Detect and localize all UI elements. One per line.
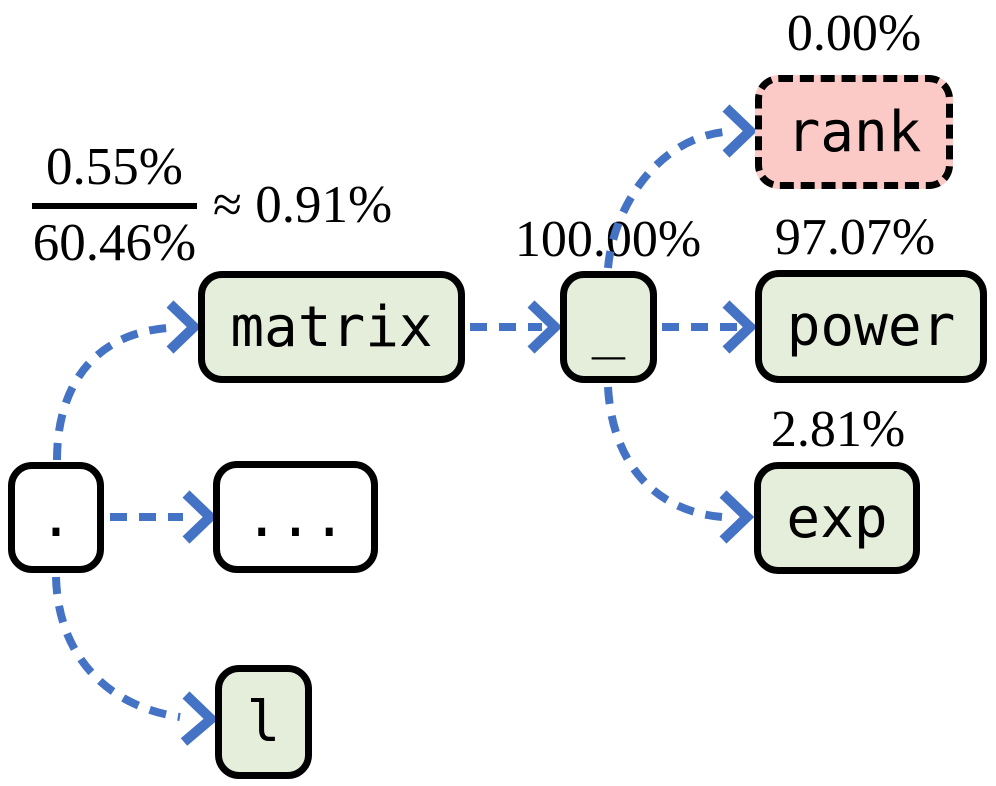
arrow-head-icon: [722, 104, 758, 158]
arrow-shaft: [604, 386, 723, 521]
edge-underscore-to-exp: [604, 386, 755, 544]
arrow-shaft: [52, 576, 181, 721]
fraction-denominator: 60.46%: [32, 214, 197, 273]
node-power: power: [755, 270, 987, 383]
node-ellipsis: ...: [213, 461, 378, 573]
edge-root-to-matrix: [53, 300, 202, 461]
node-matrix: matrix: [198, 271, 465, 383]
probability-label-rank: 0.00%: [786, 5, 922, 62]
edge-underscore-to-power: [662, 300, 758, 354]
edge-root-to-l: [52, 576, 219, 746]
node-l: l: [215, 665, 312, 779]
fraction: 0.55% 60.46%: [32, 138, 197, 273]
edge-root-to-ellipsis: [110, 490, 218, 544]
arrow-head-icon: [527, 300, 563, 354]
probability-label-exp: 2.81%: [770, 401, 906, 458]
arrow-head-icon: [719, 490, 755, 544]
node-underscore: _: [560, 271, 657, 383]
arrow-shaft: [53, 324, 169, 461]
node-rank: rank: [755, 75, 953, 189]
probability-label-underscore: 100.00%: [514, 211, 702, 268]
fraction-numerator: 0.55%: [32, 138, 197, 210]
fraction-approx-value: ≈ 0.91%: [212, 176, 393, 235]
node-root-dot: .: [8, 462, 104, 573]
probability-label-power: 97.07%: [774, 209, 936, 266]
arrow-head-icon: [180, 691, 219, 746]
edge-matrix-to-underscore: [470, 300, 563, 354]
arrow-head-icon: [722, 300, 758, 354]
arrow-head-icon: [166, 300, 202, 354]
arrow-head-icon: [182, 490, 218, 544]
node-exp: exp: [754, 462, 920, 574]
probability-fraction-annotation: 0.55% 60.46% ≈ 0.91%: [32, 138, 392, 273]
